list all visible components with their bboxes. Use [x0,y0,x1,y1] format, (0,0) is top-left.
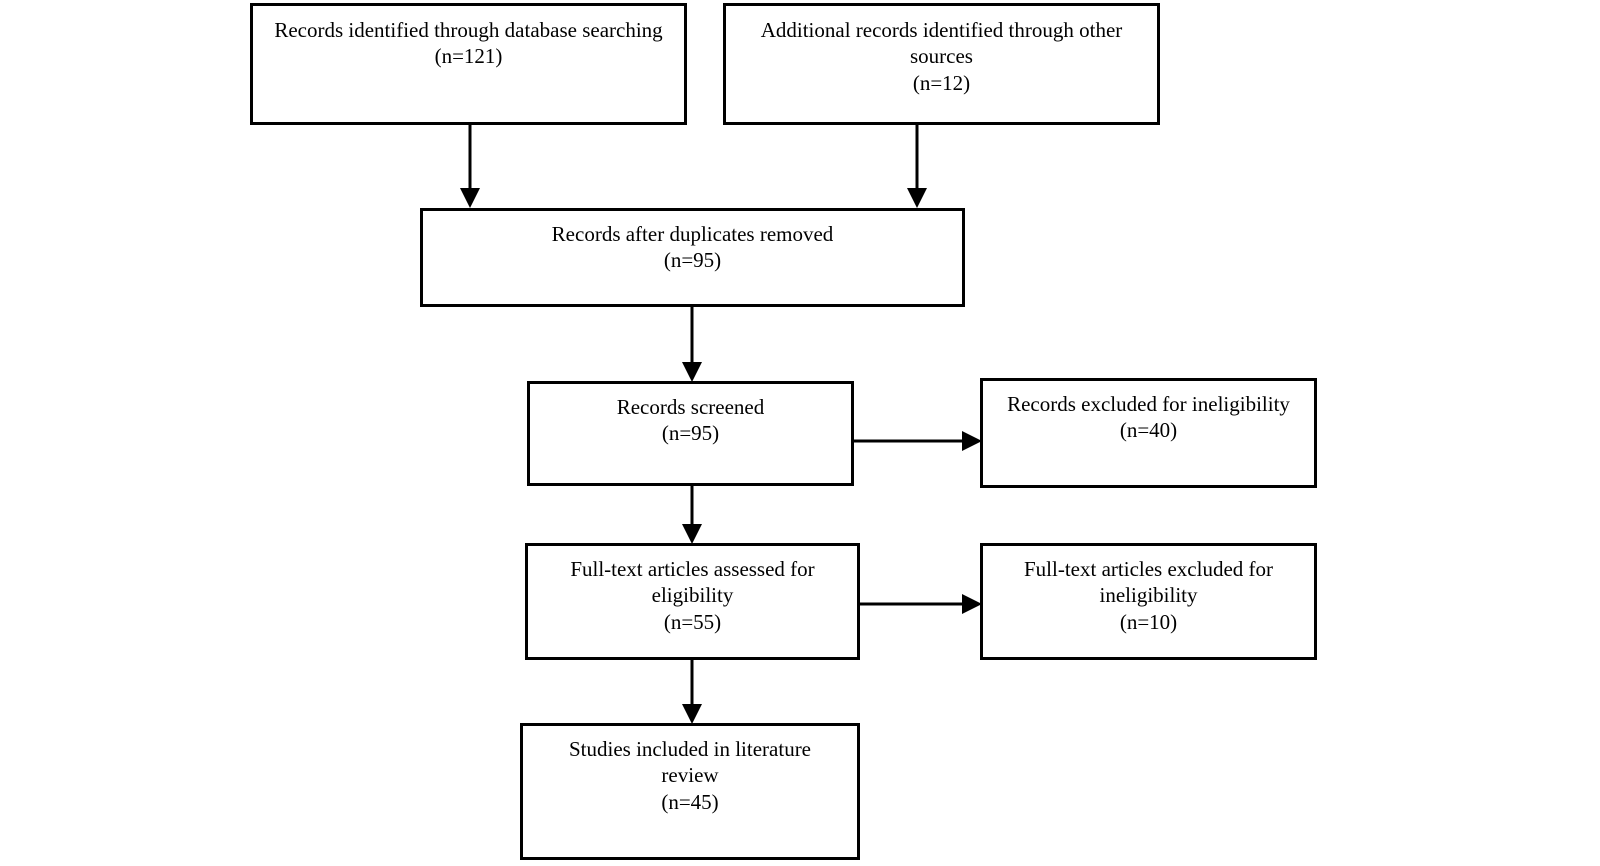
connector-additional-to-duplicates [907,124,927,208]
arrow-head-icon [962,594,982,614]
arrow-head-icon [460,188,480,208]
arrow-head-icon [682,362,702,382]
connector-fulltext-to-excluded [859,594,982,614]
arrow-head-icon [907,188,927,208]
connector-screened-to-excluded [853,431,982,451]
arrow-head-icon [962,431,982,451]
connector-fulltext-to-included [682,659,702,724]
arrow-head-icon [682,524,702,544]
connector-screened-to-fulltext [682,485,702,544]
box-studies-included [520,723,860,860]
box-records-after-duplicates-removed [420,208,965,307]
box-records-identified-database [250,3,687,125]
box-full-text-assessed [525,543,860,660]
arrow-head-icon [682,704,702,724]
box-additional-records-other-sources [723,3,1160,125]
box-records-screened [527,381,854,486]
connector-duplicates-to-screened [682,306,702,382]
box-full-text-excluded [980,543,1317,660]
box-records-excluded-ineligibility [980,378,1317,488]
connector-identified-to-duplicates [460,124,480,208]
